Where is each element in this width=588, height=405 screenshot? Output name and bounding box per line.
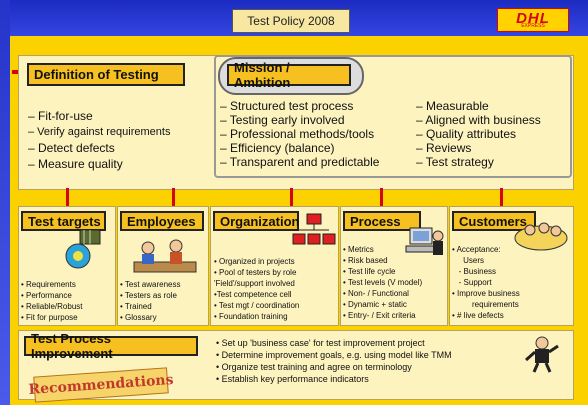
mission-heading: Mission / Ambition [227, 60, 351, 90]
definition-item: – Verify against requirements [28, 126, 171, 138]
pillar-item: • Organized in projects [214, 257, 295, 266]
slide-title: Test Policy 2008 [232, 9, 350, 33]
pillar-item: Users [452, 256, 485, 265]
mission-frame [214, 55, 572, 178]
pillar-item: • Glossary [120, 313, 157, 322]
pillar-item: - Business [452, 267, 497, 276]
dhl-logo-text: DHL [516, 10, 550, 27]
pillar-item: • Requirements [21, 280, 76, 289]
pillar-item: • Test life cycle [343, 267, 396, 276]
pillar-item: • Entry- / Exit criteria [343, 311, 416, 320]
left-border [0, 0, 10, 405]
pillar-heading: Process [343, 211, 421, 231]
connector-line [290, 188, 293, 206]
improvement-list: • Set up 'business case' for test improv… [216, 337, 452, 385]
pillar-item: • Acceptance: [452, 245, 501, 254]
pillar-item: • Improve business [452, 289, 520, 298]
mission-item: – Quality attributes [416, 127, 517, 141]
pillar-item: 'Field'/support involved [214, 279, 295, 288]
worker-icon [525, 336, 559, 373]
mission-left-list: – Structured test process – Testing earl… [220, 99, 379, 169]
pillar-list: • Organized in projects • Pool of tester… [214, 256, 299, 322]
pillar-heading: Customers [452, 211, 536, 231]
mission-right-list: – Measurable – Aligned with business – Q… [416, 99, 541, 169]
definition-heading: Definition of Testing [27, 63, 185, 86]
pillar-item: • Test mgt / coordination [214, 301, 300, 310]
improvement-item: • Determine improvement goals, e.g. usin… [216, 350, 452, 360]
mission-item: – Test strategy [416, 155, 494, 169]
pillar-list: • Requirements • Performance • Reliable/… [21, 279, 83, 323]
pillar-item: • Foundation training [214, 312, 288, 321]
pillar-item: • Non- / Functional [343, 289, 409, 298]
improvement-item: • Set up 'business case' for test improv… [216, 338, 425, 348]
pillar-list: • Metrics • Risk based • Test life cycle… [343, 244, 422, 321]
pillar-item: requirements [452, 300, 519, 309]
connector-line [500, 188, 503, 206]
mission-item: – Professional methods/tools [220, 127, 375, 141]
mission-item: – Efficiency (balance) [220, 141, 335, 155]
pillar-item: • Metrics [343, 245, 374, 254]
mission-item: – Transparent and predictable [220, 155, 380, 169]
employees-icon [133, 239, 197, 273]
customers-icon [514, 222, 568, 251]
pillar-item: • Risk based [343, 256, 388, 265]
connector-line [380, 188, 383, 206]
definition-list: – Fit-for-use – Verify against requireme… [28, 109, 170, 171]
mission-item: – Aligned with business [416, 113, 541, 127]
improvement-item: • Establish key performance indicators [216, 374, 369, 384]
org-chart-icon [292, 213, 336, 245]
mission-item: – Measurable [416, 99, 489, 113]
pillar-item: • Dynamic + static [343, 300, 407, 309]
connector-line [172, 188, 175, 206]
definition-item: – Fit-for-use [28, 109, 93, 123]
pillar-item: • Reliable/Robust [21, 302, 83, 311]
pillar-item: • Testers as role [120, 291, 177, 300]
pillar-item: • Performance [21, 291, 72, 300]
improvement-item: • Organize test training and agree on te… [216, 362, 412, 372]
dhl-logo: DHL EXPRESS [497, 8, 569, 32]
pillar-item: • Test levels (V model) [343, 278, 423, 287]
pillar-heading: Test targets [21, 211, 106, 231]
accent-line [12, 70, 20, 74]
pillar-item: - Support [452, 278, 492, 287]
mission-item: – Structured test process [220, 99, 354, 113]
pillar-item: • Fit for purpose [21, 313, 78, 322]
target-globe-icon [65, 229, 101, 269]
improvement-heading: Test Process Improvement [24, 331, 198, 361]
definition-item: – Detect defects [28, 141, 115, 155]
pillar-item: • Test awareness [120, 280, 181, 289]
connector-line [66, 188, 69, 206]
pillar-list: • Acceptance: Users - Business - Support… [452, 244, 520, 321]
pillar-list: • Test awareness • Testers as role • Tra… [120, 279, 180, 323]
definition-item: – Measure quality [28, 157, 123, 171]
computer-user-icon [405, 227, 444, 255]
pillar-heading: Employees [120, 211, 204, 231]
pillar-heading: Organization [213, 211, 299, 231]
dhl-logo-sub: EXPRESS [521, 23, 545, 29]
mission-item: – Testing early involved [220, 113, 345, 127]
mission-item: – Reviews [416, 141, 472, 155]
pillar-item: • Trained [120, 302, 152, 311]
pillar-item: • Pool of testers by role [214, 268, 297, 277]
pillar-item: • # live defects [452, 311, 504, 320]
pillar-item: •Test competence cell [214, 290, 292, 299]
